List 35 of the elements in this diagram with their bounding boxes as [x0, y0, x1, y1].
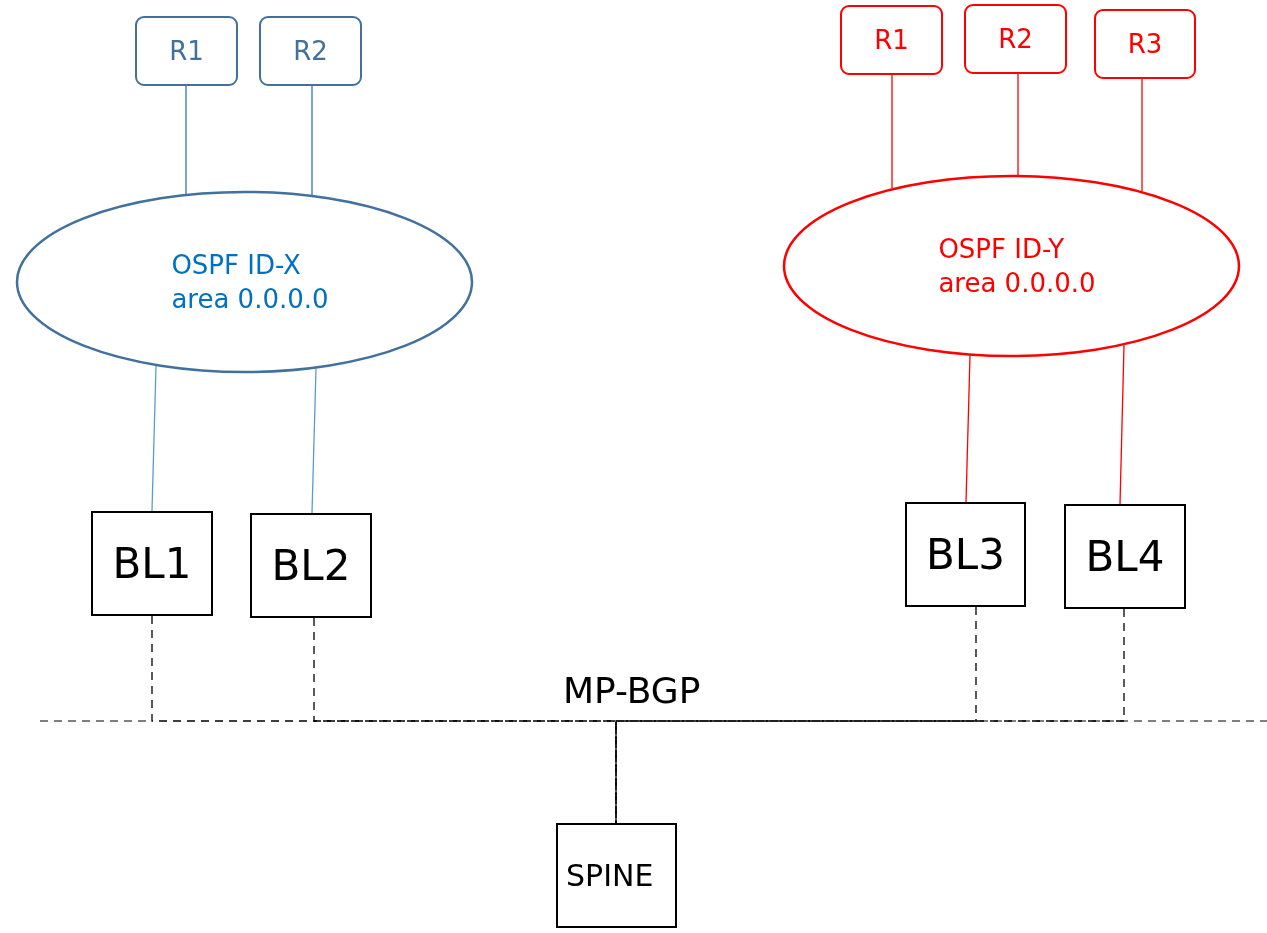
connector-line	[965, 354, 971, 503]
router-box	[840, 5, 943, 75]
router-label: R2	[998, 24, 1033, 54]
switch-label: BL2	[271, 541, 351, 590]
connector-line	[311, 367, 317, 514]
leaf-box	[91, 511, 213, 616]
leaf-box	[905, 502, 1026, 607]
connector-line	[891, 74, 893, 190]
connector-line	[151, 365, 157, 512]
spine-box	[556, 823, 677, 928]
router-box	[1094, 9, 1196, 79]
area-label: OSPF ID-Y	[938, 233, 1066, 266]
connector-line	[185, 85, 187, 195]
switch-label: SPINE	[566, 858, 654, 893]
router-box	[135, 16, 238, 86]
connector-line	[1017, 73, 1019, 176]
router-label: R3	[1127, 29, 1163, 59]
connector-line	[1119, 344, 1125, 505]
connector-line	[311, 85, 313, 196]
area-label: area 0.0.0.0	[171, 283, 329, 316]
protocol-label: MP-BGP	[563, 670, 701, 711]
area-label: OSPF ID-X	[171, 249, 302, 282]
switch-label: BL1	[112, 539, 192, 588]
area-label: area 0.0.0.0	[938, 267, 1096, 300]
router-label: R1	[874, 25, 909, 55]
router-box	[259, 16, 362, 86]
router-box	[964, 4, 1067, 74]
connector-line	[1141, 78, 1143, 192]
leaf-box	[250, 513, 372, 618]
switch-label: BL4	[1085, 532, 1165, 581]
router-label: R1	[169, 36, 204, 66]
leaf-box	[1064, 504, 1186, 609]
router-label: R2	[293, 36, 328, 66]
switch-label: BL3	[926, 530, 1005, 579]
connector-line	[615, 608, 1125, 824]
